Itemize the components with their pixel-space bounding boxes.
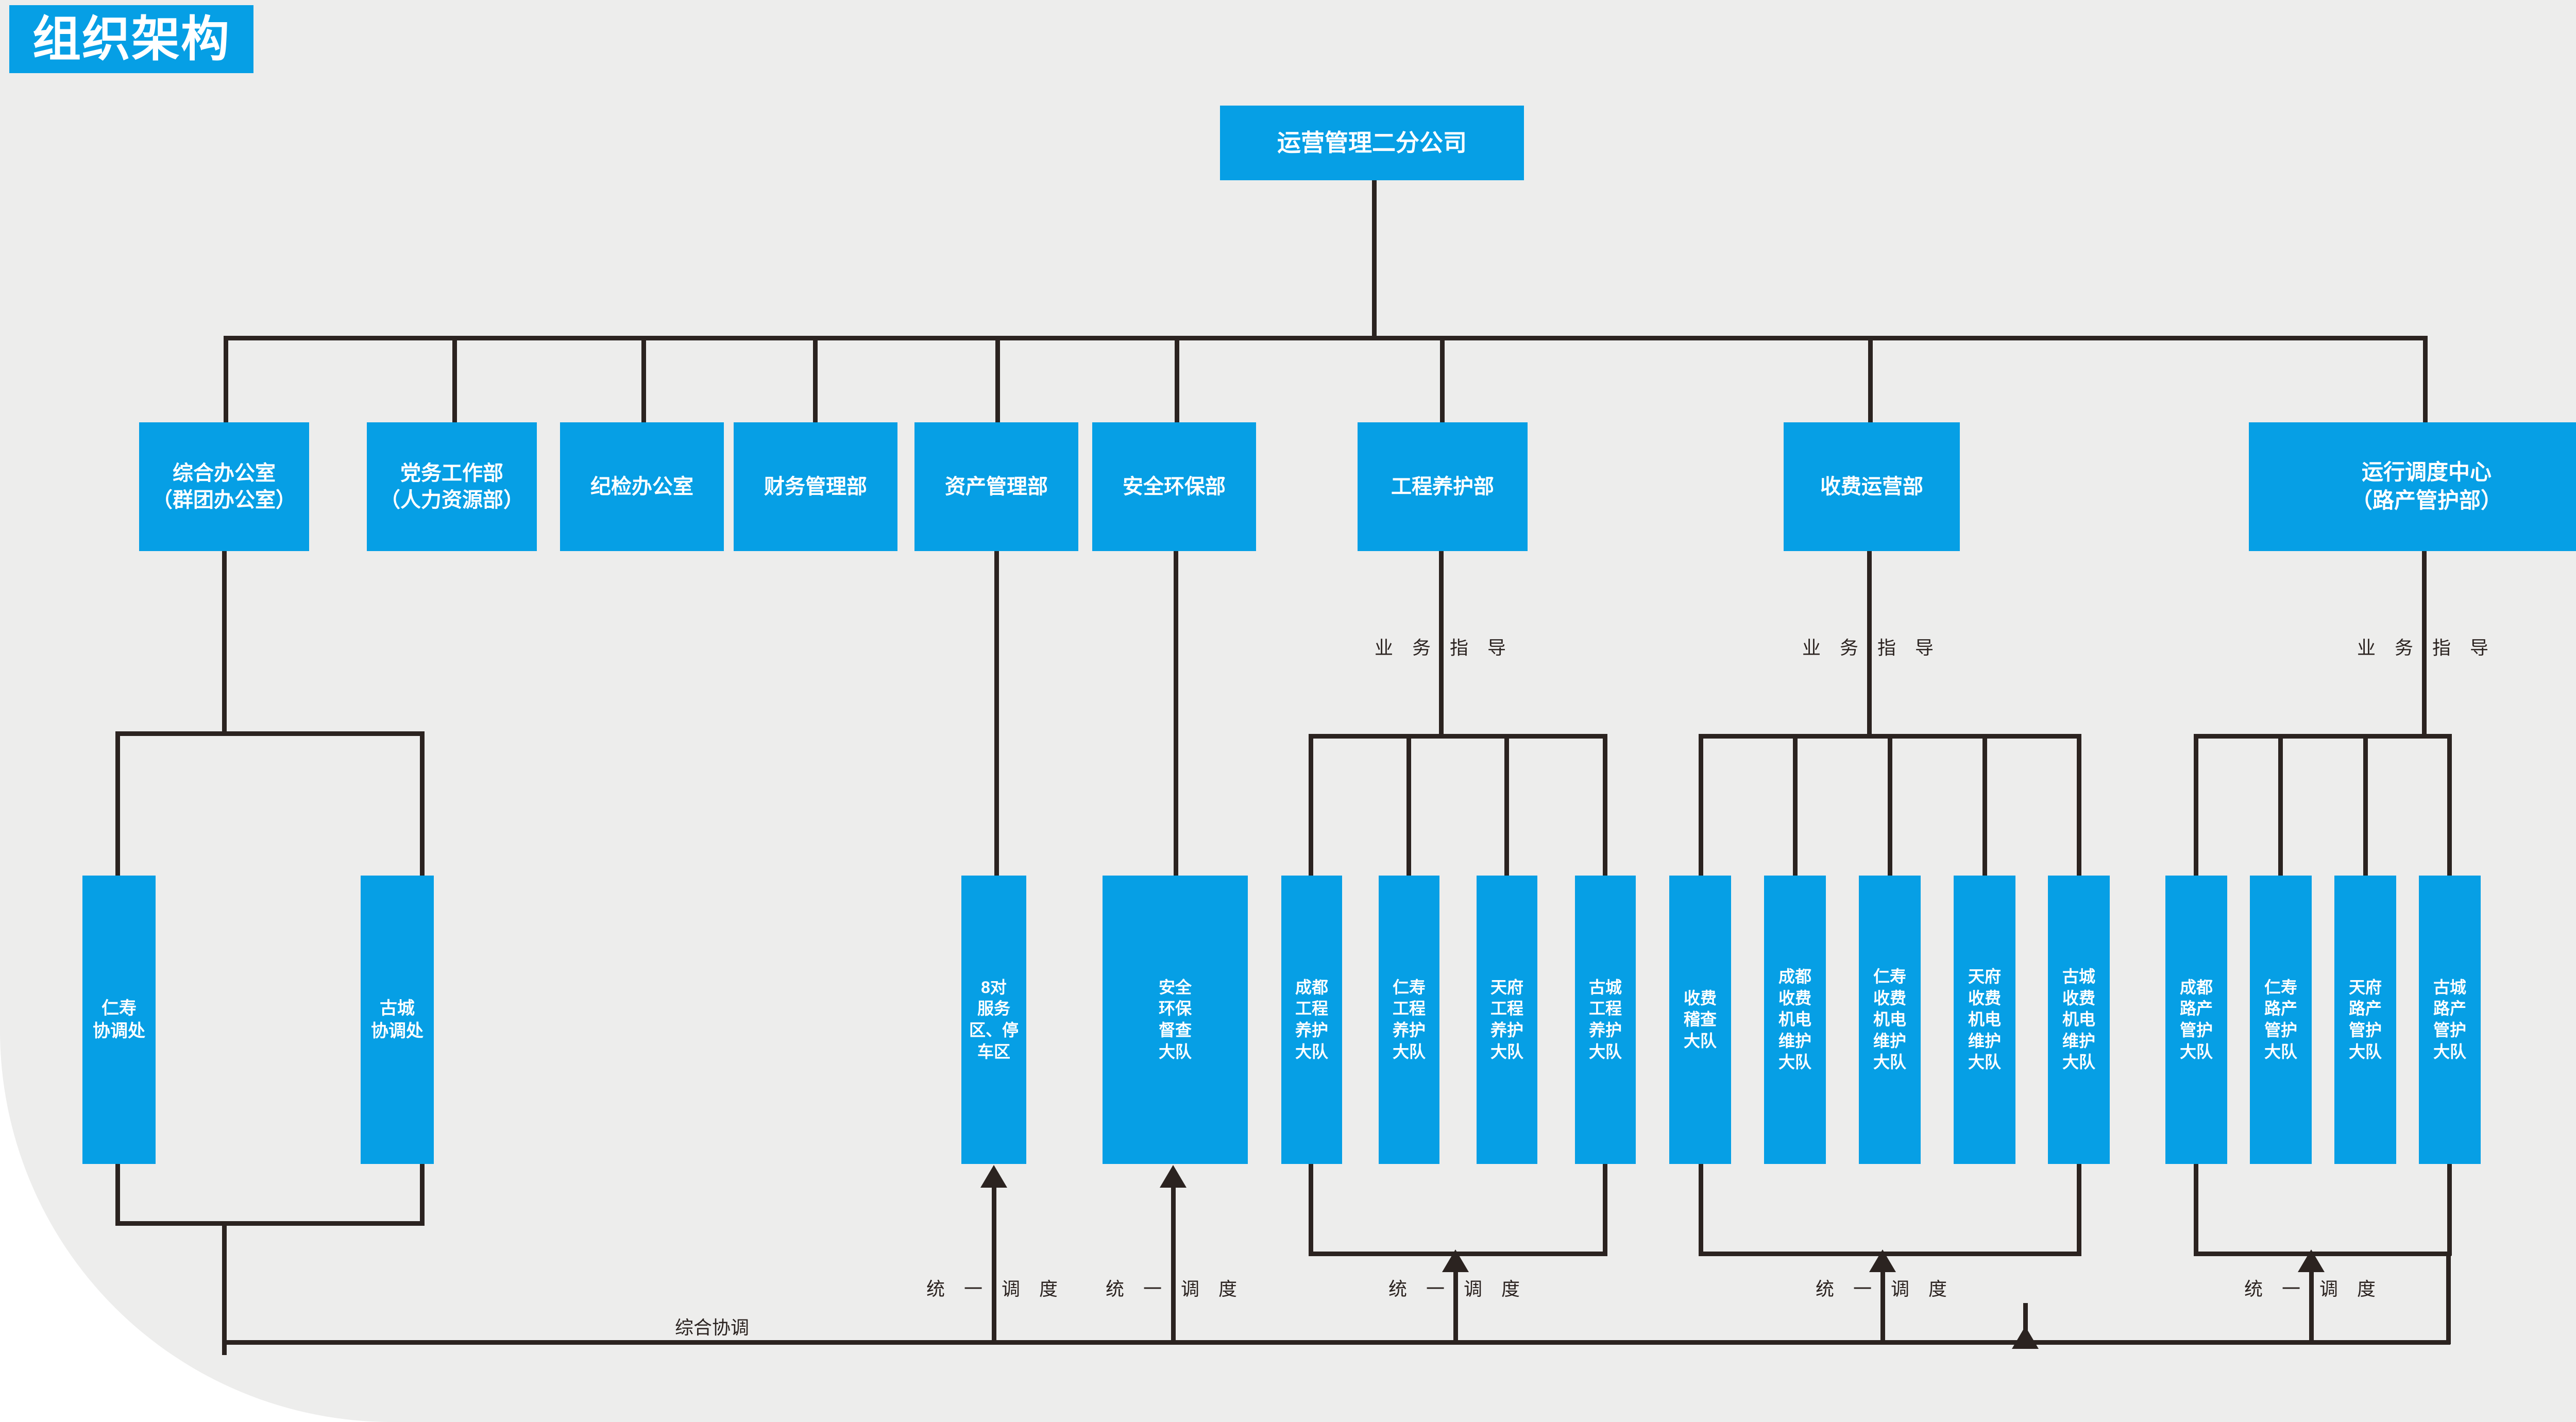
connector-coord-bus	[115, 731, 425, 736]
arrow-up-engineering-icon	[1442, 1249, 1469, 1272]
connector-drop-dept-04	[813, 336, 818, 422]
annotation-unified-dispatch-2: 统 一 调 度	[1106, 1279, 1245, 1299]
page-title-banner: 组织架构	[9, 5, 253, 73]
connector-eng-drop-1	[1309, 734, 1313, 877]
node-leaf-gucheng-toll-maintenance-team[interactable]: 古城 收费 机电 维护 大队	[2048, 876, 2110, 1164]
node-leaf-renshou-road-team[interactable]: 仁寿 路产 管护 大队	[2250, 876, 2312, 1164]
node-dept-general-office[interactable]: 综合办公室 （群团办公室）	[139, 422, 309, 551]
annotation-comprehensive-coordination: 综合协调	[675, 1317, 750, 1338]
connector-dispatch-bus	[2194, 734, 2451, 739]
connector-general-office-stem	[222, 551, 227, 734]
node-leaf-toll-audit-team[interactable]: 收费 稽查 大队	[1669, 876, 1731, 1164]
connector-road-up-4	[2447, 1164, 2452, 1256]
node-root[interactable]: 运营管理二分公司	[1220, 106, 1524, 180]
annotation-business-guidance-1: 业 务 指 导	[1375, 638, 1514, 658]
connector-drop-dept-03	[641, 336, 646, 422]
connector-toll-drop-2	[1793, 734, 1798, 877]
connector-toll-drop-5	[2077, 734, 2081, 877]
node-dept-dispatch-center[interactable]: 运行调度中心 （路产管护部）	[2249, 422, 2576, 551]
connector-safety-to-inspection	[1174, 551, 1178, 876]
connector-engineering-stem	[1439, 551, 1444, 736]
connector-drop-dept-08	[1868, 336, 1873, 422]
connector-drop-dept-07	[1440, 336, 1445, 422]
node-leaf-safety-inspection-team[interactable]: 安全 环保 督查 大队	[1103, 876, 1248, 1164]
annotation-unified-dispatch-1: 统 一 调 度	[926, 1279, 1065, 1299]
annotation-unified-dispatch-4: 统 一 调 度	[1816, 1279, 1955, 1299]
arrow-up-service-area-icon	[980, 1165, 1007, 1188]
node-dept-safety-environment[interactable]: 安全环保部	[1092, 422, 1256, 551]
page-title: 组织架构	[32, 12, 230, 66]
connector-eng-drop-4	[1603, 734, 1607, 877]
connector-toll-stem	[1867, 551, 1872, 736]
connector-road-drop-1	[2194, 734, 2198, 877]
connector-engineering-bus	[1309, 734, 1607, 739]
connector-bottom-bus-right-riser	[2446, 1252, 2451, 1344]
connector-toll-up-1	[1699, 1164, 1703, 1256]
node-dept-party-affairs[interactable]: 党务工作部 （人力资源部）	[367, 422, 537, 551]
connector-comprehensive-riser	[2023, 1303, 2028, 1344]
connector-drop-dept-06	[1175, 336, 1179, 422]
connector-bottom-global-bus	[222, 1340, 2450, 1345]
node-leaf-renshou-coordination[interactable]: 仁寿 协调处	[82, 876, 156, 1164]
node-dept-engineering-maintenance[interactable]: 工程养护部	[1358, 422, 1528, 551]
connector-toll-drop-3	[1888, 734, 1892, 877]
node-dept-toll-operations[interactable]: 收费运营部	[1784, 422, 1960, 551]
annotation-unified-dispatch-3: 统 一 调 度	[1388, 1279, 1528, 1299]
node-dept-asset-management[interactable]: 资产管理部	[914, 422, 1078, 551]
connector-eng-up-4	[1603, 1164, 1607, 1256]
connector-dispatch-stem	[2422, 551, 2427, 736]
arrow-up-road-icon	[2298, 1249, 2325, 1272]
connector-road-drop-3	[2363, 734, 2368, 877]
node-leaf-gucheng-coordination[interactable]: 古城 协调处	[361, 876, 434, 1164]
connector-coord-bottom	[115, 1221, 425, 1226]
node-leaf-gucheng-engineering-team[interactable]: 古城 工程 养护 大队	[1575, 876, 1636, 1164]
node-leaf-renshou-engineering-team[interactable]: 仁寿 工程 养护 大队	[1379, 876, 1439, 1164]
connector-road-drop-4	[2447, 734, 2452, 877]
connector-drop-dept-02	[452, 336, 457, 422]
connector-toll-up-5	[2077, 1164, 2081, 1256]
connector-toll-drop-4	[1982, 734, 1987, 877]
annotation-unified-dispatch-5: 统 一 调 度	[2244, 1279, 2383, 1299]
connector-safety-inspection-to-bottom-bus	[1171, 1185, 1176, 1344]
connector-eng-drop-3	[1504, 734, 1509, 877]
annotation-business-guidance-2: 业 务 指 导	[1802, 638, 1941, 658]
connector-service-area-to-bottom-bus	[992, 1185, 996, 1344]
node-dept-discipline-office[interactable]: 纪检办公室	[560, 422, 724, 551]
connector-coord-down-to-bus	[222, 1221, 227, 1355]
node-leaf-tianfu-engineering-team[interactable]: 天府 工程 养护 大队	[1477, 876, 1537, 1164]
connector-drop-dept-01	[224, 336, 228, 422]
arrow-up-comprehensive-coordination-icon	[2012, 1326, 2039, 1349]
node-leaf-gucheng-road-team[interactable]: 古城 路产 管护 大队	[2419, 876, 2481, 1164]
node-leaf-tianfu-toll-maintenance-team[interactable]: 天府 收费 机电 维护 大队	[1954, 876, 2015, 1164]
connector-road-to-bottom-bus	[2309, 1252, 2314, 1344]
node-leaf-chengdu-toll-maintenance-team[interactable]: 成都 收费 机电 维护 大队	[1764, 876, 1826, 1164]
connector-root-stem	[1372, 180, 1377, 337]
connector-toll-to-bottom-bus	[1880, 1252, 1885, 1344]
node-leaf-service-parking-areas[interactable]: 8对 服务 区、停 车区	[961, 876, 1026, 1164]
annotation-business-guidance-3: 业 务 指 导	[2357, 638, 2496, 658]
node-leaf-tianfu-road-team[interactable]: 天府 路产 管护 大队	[2334, 876, 2396, 1164]
connector-eng-to-bottom-bus	[1453, 1252, 1458, 1344]
arrow-up-safety-inspection-icon	[1160, 1165, 1187, 1188]
connector-road-up-1	[2194, 1164, 2198, 1256]
connector-eng-drop-2	[1406, 734, 1411, 877]
node-dept-finance[interactable]: 财务管理部	[734, 422, 897, 551]
connector-main-bus	[224, 336, 2428, 340]
connector-asset-to-service-area	[994, 551, 999, 876]
node-leaf-chengdu-engineering-team[interactable]: 成都 工程 养护 大队	[1281, 876, 1342, 1164]
connector-eng-up-1	[1309, 1164, 1313, 1256]
connector-drop-dept-09	[2423, 336, 2428, 422]
node-leaf-chengdu-road-team[interactable]: 成都 路产 管护 大队	[2165, 876, 2227, 1164]
connector-drop-dept-05	[995, 336, 1000, 422]
node-leaf-renshou-toll-maintenance-team[interactable]: 仁寿 收费 机电 维护 大队	[1859, 876, 1921, 1164]
connector-toll-drop-1	[1699, 734, 1703, 877]
arrow-up-toll-icon	[1869, 1249, 1896, 1272]
connector-road-drop-2	[2278, 734, 2283, 877]
